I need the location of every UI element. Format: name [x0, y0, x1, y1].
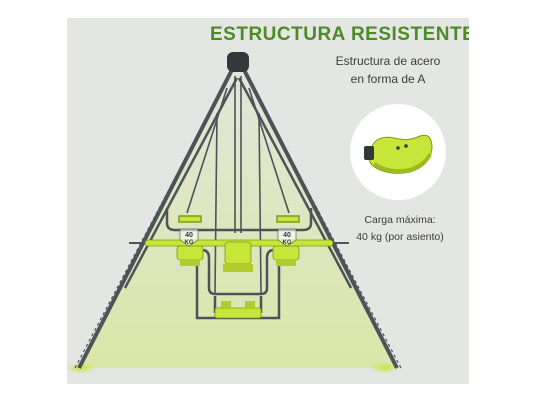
seat-glider-bottom: [214, 301, 262, 319]
max-load-callout: Carga máxima: 40 kg (por asiento): [339, 212, 461, 246]
seat-icon: [364, 134, 433, 174]
product-panel: 40 KG 40 KG ESTRUCTURA RESISTENTE Estruc…: [67, 18, 469, 384]
weight-badge-right-unit: KG: [283, 240, 292, 246]
seat-right: [272, 245, 300, 266]
frame-highlight: [79, 63, 397, 368]
page-title: ESTRUCTURA RESISTENTE: [210, 24, 469, 45]
swing-frame-illustration: 40 KG 40 KG: [67, 52, 402, 374]
feature-description-line1: Estructura de acero: [335, 54, 441, 68]
seat-top-pair: [178, 215, 300, 223]
weight-badge-left-value: 40: [185, 232, 193, 239]
weight-badge-left: 40 KG: [179, 228, 199, 247]
swing-rods: [186, 76, 290, 294]
weight-badge-right-value: 40: [283, 232, 291, 239]
seat-detail-circle: [350, 104, 446, 200]
right-foot-glow: [369, 362, 401, 374]
max-load-value: 40 kg (por asiento): [356, 231, 444, 243]
left-foot-glow: [67, 362, 97, 374]
seat-center: [223, 241, 253, 272]
weight-badge-left-unit: KG: [185, 240, 194, 246]
feature-description-line2: en forma de A: [350, 72, 426, 86]
seat-left: [176, 245, 204, 266]
max-load-label: Carga máxima:: [364, 214, 436, 226]
weight-badge-right: 40 KG: [277, 228, 297, 247]
feature-description: Estructura de acero en forma de A: [313, 52, 463, 88]
